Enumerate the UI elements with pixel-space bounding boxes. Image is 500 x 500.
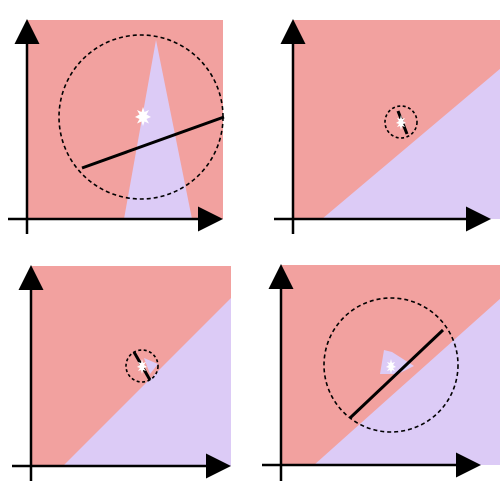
class-a-region (27, 20, 223, 219)
panel-bottom-left (12, 265, 231, 481)
class-b-wedge (144, 358, 158, 374)
panel-top-left (8, 19, 225, 234)
decision-boundary-line (81, 115, 225, 170)
class-b-region (63, 298, 231, 466)
class-b-wedge (380, 350, 414, 374)
decision-boundary-line (348, 328, 445, 420)
ball-boundary (384, 105, 418, 139)
ball-boundary (323, 297, 459, 433)
class-b-wedge (124, 40, 192, 219)
panel-bottom-right (262, 264, 500, 481)
query-point-star (135, 107, 151, 126)
class-b-region (322, 68, 500, 219)
query-point-star (386, 359, 396, 374)
ball-boundary (125, 349, 159, 383)
query-point-star (137, 359, 147, 374)
query-point-star (396, 115, 406, 130)
panel-top-right (274, 19, 500, 234)
